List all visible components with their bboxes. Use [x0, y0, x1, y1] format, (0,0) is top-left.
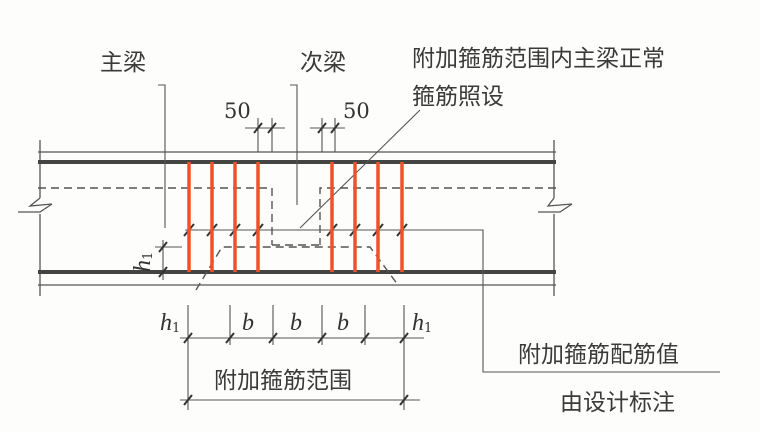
top-note-line1: 附加箍筋范围内主梁正常 — [412, 46, 665, 72]
dim-b-2: b — [290, 310, 302, 336]
dim-50-left: 50 — [224, 99, 251, 123]
main-beam-label: 主梁 — [100, 50, 146, 76]
dim-50-right: 50 — [343, 99, 370, 123]
svg-text:h: h — [130, 260, 156, 272]
dimension-ticks — [158, 122, 409, 406]
dim-h1-right-sub: 1 — [424, 321, 432, 336]
dim-h1-right: h — [412, 310, 424, 336]
secondary-beam-label: 次梁 — [300, 50, 346, 76]
top-note-line2: 箍筋照设 — [412, 84, 504, 110]
bottom-note-line1: 附加箍筋配筋值 — [518, 342, 679, 368]
dim-b-3: b — [337, 310, 349, 336]
dim-b-1: b — [242, 310, 254, 336]
additional-stirrups — [187, 162, 404, 272]
dim-h1-left: h — [160, 310, 172, 336]
bottom-note-line2: 由设计标注 — [560, 390, 675, 416]
dim-h1-left-sub: 1 — [172, 321, 180, 336]
range-label: 附加箍筋范围 — [214, 368, 352, 394]
svg-text:1: 1 — [141, 252, 156, 260]
secondary-beam-dashed-outline — [38, 187, 556, 291]
h1-vertical-label: h 1 — [130, 252, 156, 272]
